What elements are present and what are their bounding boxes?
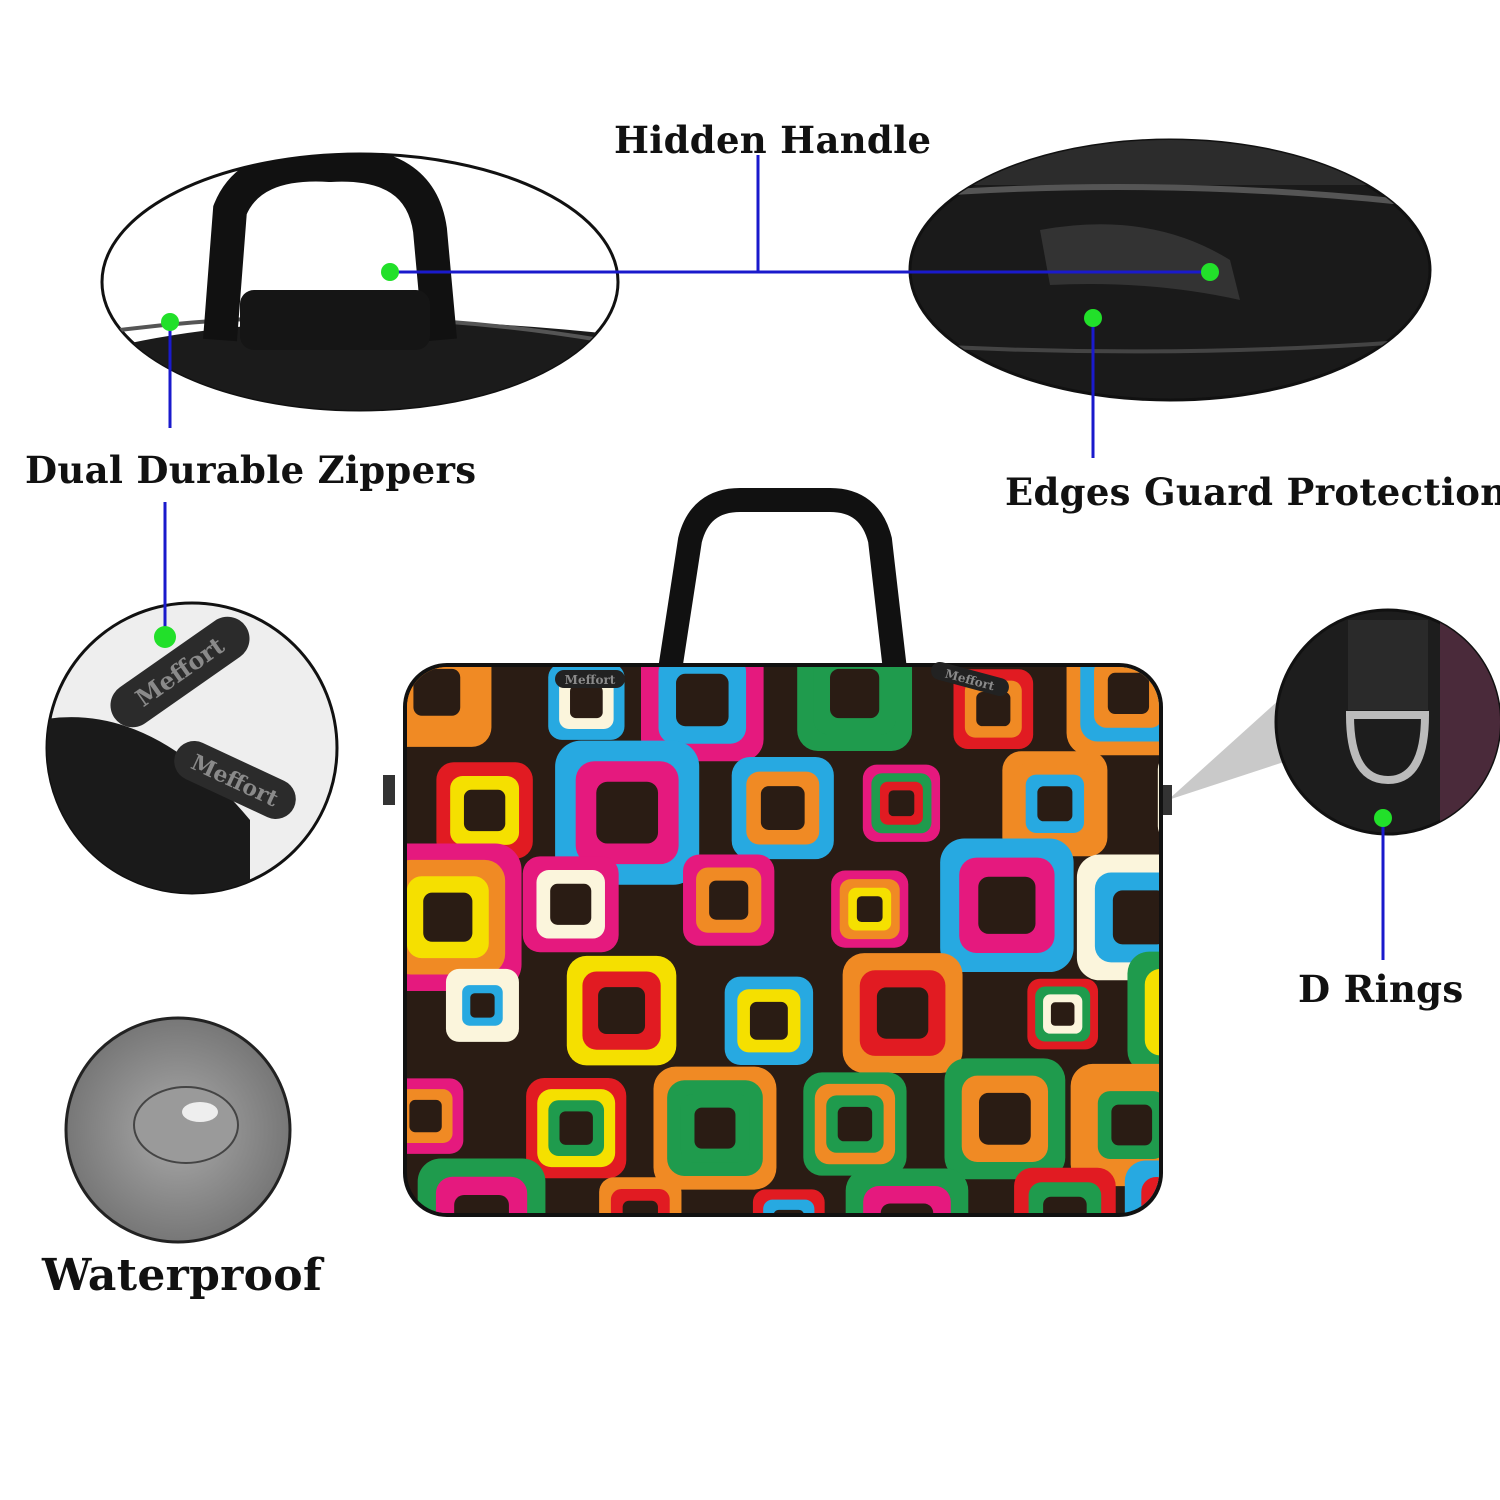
hidden-handle-detail — [100, 152, 620, 412]
pattern-square — [596, 781, 659, 844]
pattern-square — [1028, 1182, 1102, 1213]
pattern-square — [1037, 786, 1073, 822]
pattern-square — [1050, 1002, 1075, 1026]
pattern-square — [413, 668, 461, 716]
callout-dot — [154, 626, 176, 648]
pattern-square — [1157, 1193, 1159, 1213]
pattern-square — [1043, 1196, 1087, 1213]
laptop-bag-image: Meffort Meffort — [383, 488, 1214, 1217]
pattern-square — [470, 993, 495, 1018]
pattern-square — [1144, 968, 1159, 1056]
pattern-square — [559, 1111, 593, 1145]
pattern-square — [622, 1200, 658, 1213]
label-dual-zippers: Dual Durable Zippers — [25, 448, 477, 492]
bag-pattern — [407, 667, 1214, 1213]
label-waterproof: Waterproof — [42, 1250, 323, 1301]
pattern-square — [463, 789, 506, 832]
edges-guard-detail — [908, 138, 1432, 402]
pattern-square — [409, 1099, 442, 1133]
pattern-square — [978, 876, 1036, 934]
pattern-square — [610, 1188, 670, 1213]
pattern-square — [978, 1092, 1031, 1145]
label-edges-guard: Edges Guard Protection — [1005, 470, 1500, 514]
callout-dot — [161, 313, 179, 331]
pattern-square — [676, 673, 729, 727]
pattern-square — [856, 896, 883, 922]
waterproof-detail — [64, 1016, 292, 1244]
pattern-square — [1162, 986, 1214, 1038]
d-ring-detail — [1168, 608, 1500, 836]
callout-dots — [154, 263, 1392, 827]
callout-dot — [1374, 809, 1392, 827]
callout-dot — [1084, 309, 1102, 327]
pattern-square — [749, 1001, 788, 1040]
callout-dot — [381, 263, 399, 281]
bag-zipper-brand-logo: Meffort — [565, 673, 616, 687]
pattern-square — [763, 1199, 815, 1213]
callout-lines — [163, 155, 1385, 960]
pattern-square — [570, 685, 603, 719]
pattern-square — [760, 786, 805, 830]
pattern-square — [694, 1107, 736, 1149]
pattern-square — [435, 1176, 528, 1213]
pattern-square — [709, 880, 749, 920]
pattern-square — [880, 1203, 934, 1213]
pattern-square — [598, 987, 646, 1035]
pattern-square — [1107, 672, 1150, 715]
pattern-square — [454, 1195, 509, 1213]
label-d-rings: D Rings — [1298, 967, 1464, 1011]
pattern-square — [423, 892, 473, 942]
callout-dot — [1201, 263, 1219, 281]
pattern-square — [888, 790, 915, 817]
pattern-square — [1124, 1160, 1159, 1213]
pattern-square — [1141, 1177, 1159, 1213]
pattern-square — [1111, 1104, 1153, 1146]
pattern-square — [830, 668, 880, 719]
pattern-square — [876, 987, 929, 1039]
pattern-square — [837, 1106, 873, 1142]
label-hidden-handle: Hidden Handle — [614, 118, 932, 162]
pattern-square — [863, 1186, 951, 1213]
zipper-detail: Meffort Meffort — [45, 601, 339, 895]
pattern-square — [1112, 890, 1159, 945]
pattern-square — [976, 692, 1011, 727]
pattern-square — [550, 883, 592, 925]
